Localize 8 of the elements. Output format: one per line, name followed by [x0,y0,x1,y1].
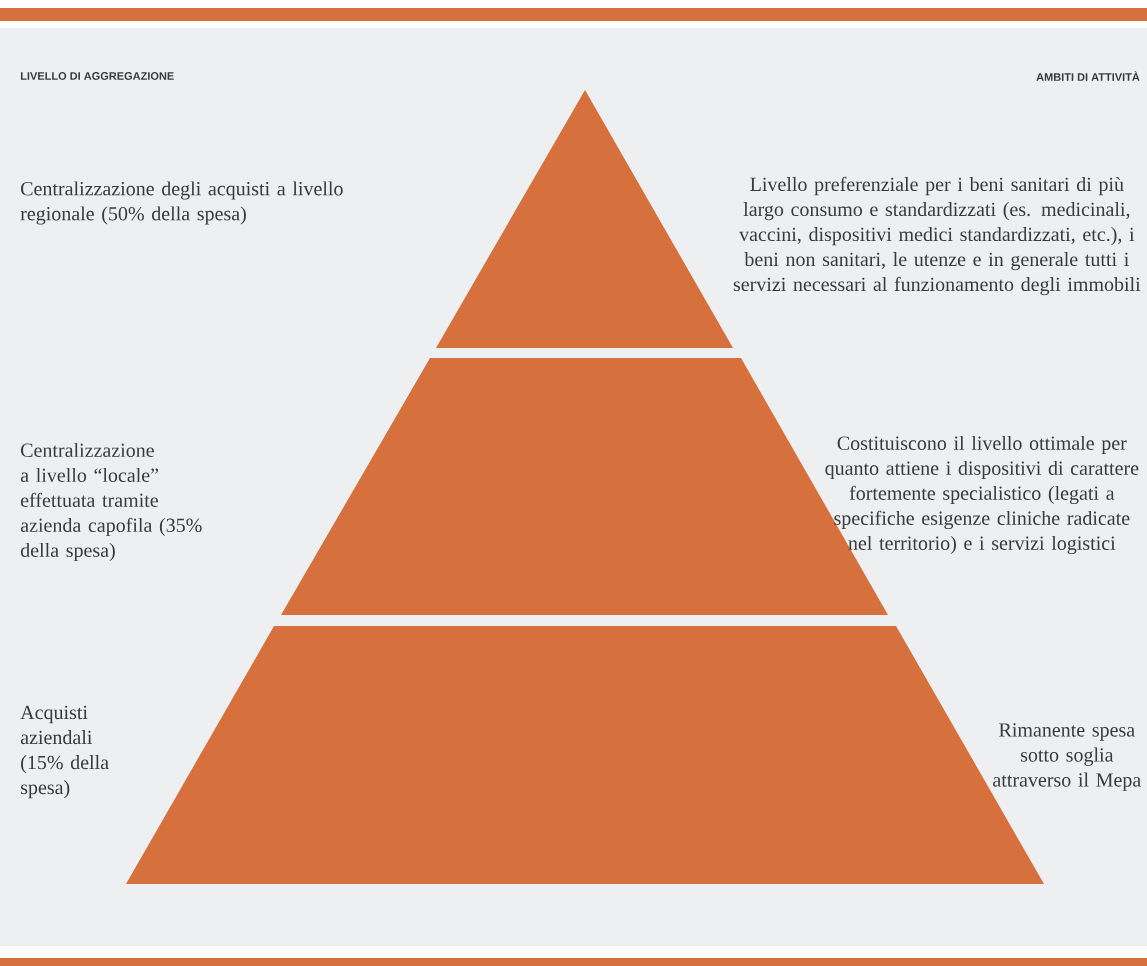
column-heading: AMBITI DI ATTIVITÀ [1036,71,1140,81]
side-text: Centralizzazione degli acquisti a livello regionale (50% della spesa) [20,181,343,225]
side-text: Costituiscono il livello ottimale per quanto attiene i dispositivi di carattere fortemente specialistico (legati a specifiche esigenze cliniche radicate nel territorio) e i servizi logistici [825,435,1139,555]
column-heading: LIVELLO DI AGGREGAZIONE [20,72,174,80]
side-text: Livello preferenziale per i beni sanitari di più largo consumo e standardizzati (es. medicinali, vaccini, dispositivi medici standardizzati, etc.), i beni non sanitari, le utenze e in generale tutti i servizi necessari al funzionamento degli immobili [733,176,1141,296]
pyramid-band [436,90,733,348]
side-text: Centralizzazione a livello “locale” effettuata tramite azienda capofila (35% della spesa) [20,442,202,562]
side-text: Rimanente spesa sotto soglia attraverso il Mepa [993,723,1141,791]
